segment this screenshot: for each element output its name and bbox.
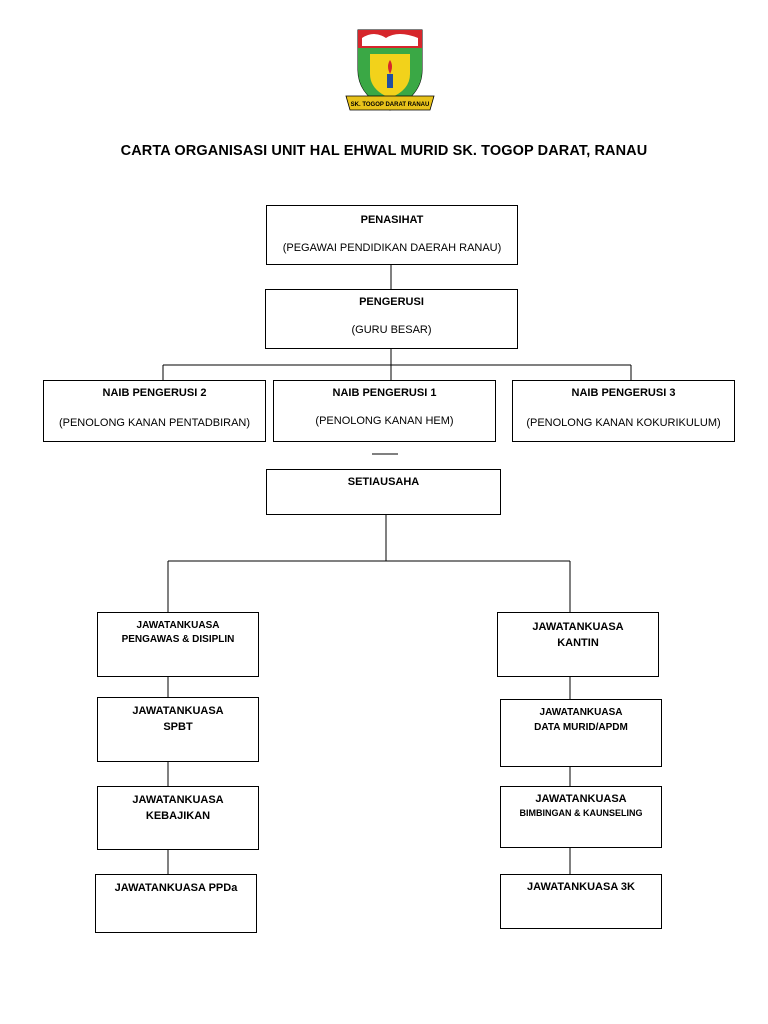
committee-label: JAWATANKUASA (132, 705, 224, 717)
committee-name: BIMBINGAN & KAUNSELING (519, 808, 643, 818)
jawatankuasa-ppda-box: JAWATANKUASA PPDa (95, 874, 257, 933)
committee-name: KANTIN (557, 637, 599, 649)
committee-label: JAWATANKUASA (532, 621, 624, 633)
setiausaha-title: SETIAUSAHA (347, 476, 420, 488)
naib3-sub: (PENOLONG KANAN KOKURIKULUM) (526, 417, 721, 429)
committee-label: JAWATANKUASA (539, 707, 623, 718)
naib-pengerusi-1-box: NAIB PENGERUSI 1 (PENOLONG KANAN HEM) (273, 380, 496, 442)
naib1-title: NAIB PENGERUSI 1 (332, 387, 437, 399)
naib3-title: NAIB PENGERUSI 3 (571, 387, 676, 399)
jawatankuasa-data-murid-box: JAWATANKUASA DATA MURID/APDM (500, 699, 662, 767)
penasihat-title: PENASIHAT (360, 214, 424, 226)
pengerusi-title: PENGERUSI (359, 296, 424, 308)
committee-label: JAWATANKUASA 3K (527, 881, 635, 893)
jawatankuasa-pengawas-disiplin-box: JAWATANKUASA PENGAWAS & DISIPLIN (97, 612, 259, 677)
jawatankuasa-spbt-box: JAWATANKUASA SPBT (97, 697, 259, 762)
committee-label: JAWATANKUASA (132, 794, 224, 806)
committee-name: DATA MURID/APDM (534, 722, 628, 733)
page-title: CARTA ORGANISASI UNIT HAL EHWAL MURID SK… (120, 143, 648, 159)
jawatankuasa-bimbingan-kaunseling-box: JAWATANKUASA BIMBINGAN & KAUNSELING (500, 786, 662, 848)
setiausaha-box: SETIAUSAHA (266, 469, 501, 515)
penasihat-box: PENASIHAT (PEGAWAI PENDIDIKAN DAERAH RAN… (266, 205, 518, 265)
committee-label: JAWATANKUASA (136, 620, 220, 631)
logo-ribbon-text: SK. TOGOP DARAT RANAU (351, 102, 430, 108)
penasihat-sub: (PEGAWAI PENDIDIKAN DAERAH RANAU) (282, 242, 502, 254)
jawatankuasa-kantin-box: JAWATANKUASA KANTIN (497, 612, 659, 677)
committee-name: SPBT (163, 721, 193, 733)
pengerusi-box: PENGERUSI (GURU BESAR) (265, 289, 518, 349)
committee-name: PENGAWAS & DISIPLIN (121, 634, 235, 645)
naib2-title: NAIB PENGERUSI 2 (102, 387, 207, 399)
pengerusi-sub: (GURU BESAR) (351, 324, 432, 336)
committee-label: JAWATANKUASA (535, 793, 627, 805)
naib-pengerusi-2-box: NAIB PENGERUSI 2 (PENOLONG KANAN PENTADB… (43, 380, 266, 442)
jawatankuasa-kebajikan-box: JAWATANKUASA KEBAJIKAN (97, 786, 259, 850)
school-logo: SK. TOGOP DARAT RANAU (345, 29, 435, 111)
naib-pengerusi-3-box: NAIB PENGERUSI 3 (PENOLONG KANAN KOKURIK… (512, 380, 735, 442)
jawatankuasa-3k-box: JAWATANKUASA 3K (500, 874, 662, 929)
naib2-sub: (PENOLONG KANAN PENTADBIRAN) (58, 417, 251, 429)
committee-name: KEBAJIKAN (145, 810, 211, 822)
committee-label: JAWATANKUASA PPDa (114, 882, 238, 894)
naib1-sub: (PENOLONG KANAN HEM) (315, 415, 454, 427)
